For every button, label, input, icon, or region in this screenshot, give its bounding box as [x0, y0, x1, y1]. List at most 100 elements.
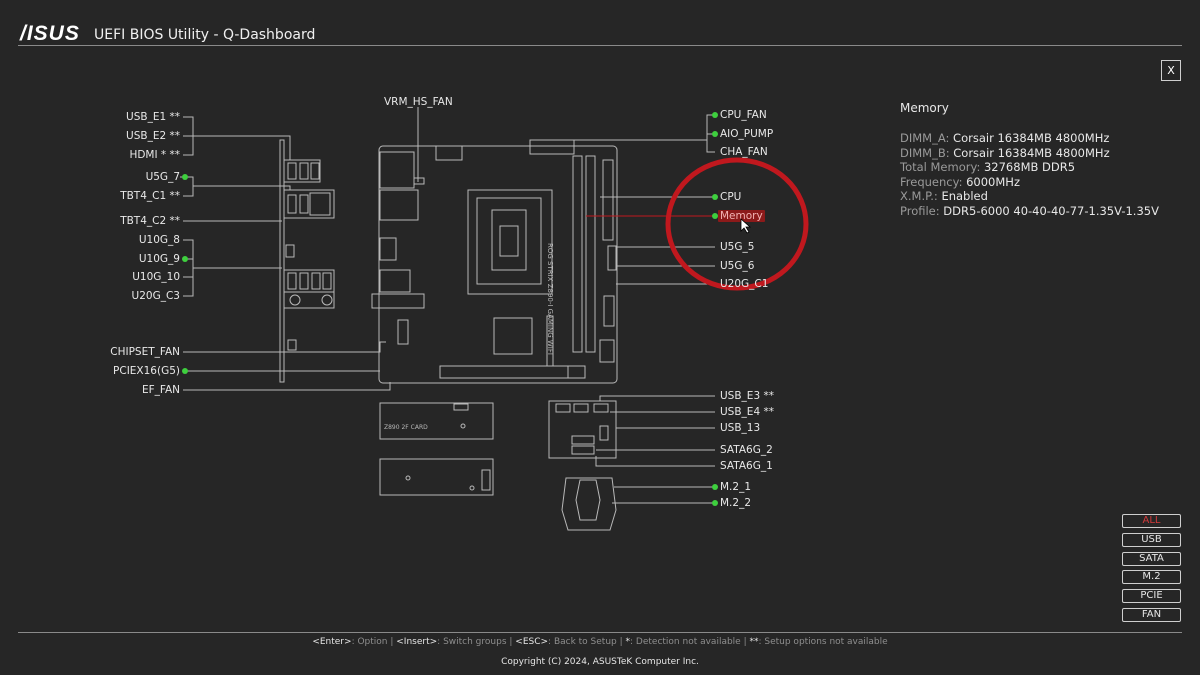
z890-2f-card	[379, 402, 494, 440]
label-chipset-fan[interactable]: CHIPSET_FAN	[110, 346, 180, 358]
label-u20g-c3[interactable]: U20G_C3	[131, 290, 180, 302]
label-usb-13[interactable]: USB_13	[720, 422, 761, 434]
label-cpu[interactable]: CPU	[720, 191, 742, 203]
status-dot	[712, 213, 718, 219]
key-help-bar: <Enter>: Option | <Insert>: Switch group…	[0, 637, 1200, 647]
close-button[interactable]: X	[1161, 60, 1181, 81]
help-desc: : Switch groups	[437, 637, 507, 647]
label-u5g-5[interactable]: U5G_5	[720, 241, 755, 253]
label-m2-1[interactable]: M.2_1	[720, 481, 752, 493]
help-desc: : Option	[351, 637, 388, 647]
label-hdmi[interactable]: HDMI * **	[129, 149, 180, 161]
label-u5g-6[interactable]: U5G_6	[720, 260, 755, 272]
label-usb-e4[interactable]: USB_E4 **	[720, 406, 774, 418]
header-bar: /ISUS UEFI BIOS Utility - Q-Dashboard	[0, 0, 1200, 46]
help-key: **	[749, 637, 759, 647]
rear-io-bracket	[279, 139, 285, 383]
label-cha-fan[interactable]: CHA_FAN	[720, 146, 768, 158]
label-usb-e3[interactable]: USB_E3 **	[720, 390, 774, 402]
label-pciex16[interactable]: PCIEX16(G5)	[113, 365, 180, 377]
label-u10g-9[interactable]: U10G_9	[138, 253, 180, 265]
label-sata6g-2[interactable]: SATA6G_2	[720, 444, 773, 456]
info-key: DIMM_A:	[900, 131, 954, 145]
label-usb-e1[interactable]: USB_E1 **	[126, 111, 180, 123]
info-key: Total Memory:	[900, 160, 984, 174]
help-key: <Enter>	[312, 637, 352, 647]
label-tbt4-c2[interactable]: TBT4_C2 **	[120, 215, 180, 227]
motherboard-outline	[378, 145, 618, 384]
filter-all-button[interactable]: ALL	[1122, 514, 1181, 528]
info-heading: Memory	[900, 101, 949, 115]
m2-card	[379, 458, 494, 496]
separator: |	[387, 637, 397, 647]
info-value: DDR5-6000 40-40-40-77-1.35V-1.35V	[943, 203, 1159, 218]
window-title: UEFI BIOS Utility - Q-Dashboard	[94, 27, 316, 43]
separator: |	[740, 637, 750, 647]
info-row: DIMM_B: Corsair 16384MB 4800MHz	[900, 146, 1159, 161]
label-ef-fan[interactable]: EF_FAN	[141, 384, 180, 396]
info-key: DIMM_B:	[900, 145, 954, 160]
info-key: X.M.P.:	[900, 189, 942, 203]
status-dot	[182, 368, 188, 374]
io-card	[548, 400, 617, 459]
help-desc: : Setup options not available	[758, 637, 888, 647]
status-dot	[712, 500, 718, 506]
pcie-slot	[439, 365, 569, 379]
info-value: 6000MHz	[966, 174, 1020, 189]
help-key: <Insert>	[396, 637, 438, 647]
label-u20g-c1[interactable]: U20G_C1	[720, 278, 769, 290]
asus-logo: /ISUS	[20, 22, 80, 45]
copyright-text: Copyright (C) 2024, ASUSTeK Computer Inc…	[501, 657, 699, 667]
board-model-text: ROG STRIX Z890-I GAMING WIFI	[546, 243, 554, 355]
label-cpu-fan[interactable]: CPU_FAN	[720, 109, 767, 121]
info-row: DIMM_A: Corsair 16384MB 4800MHz	[900, 131, 1159, 146]
selection-highlight-ring	[665, 157, 809, 291]
filter-sata-button[interactable]: SATA	[1122, 551, 1181, 566]
m2-riser	[561, 477, 617, 531]
label-u10g-10[interactable]: U10G_10	[132, 271, 180, 283]
right-connector-lines	[540, 114, 715, 504]
help-key: <ESC>	[515, 637, 549, 647]
info-value: Corsair 16384MB 4800MHz	[953, 145, 1110, 160]
mouse-cursor-icon	[740, 218, 752, 234]
info-key: Profile:	[900, 203, 944, 218]
status-dot	[182, 174, 188, 180]
filter-pcie-button[interactable]: PCIE	[1122, 589, 1181, 604]
label-u5g-7[interactable]: U5G_7	[145, 171, 180, 183]
label-tbt4-c1[interactable]: TBT4_C1 **	[120, 190, 180, 202]
cpu-socket	[467, 189, 553, 295]
info-row: X.M.P.: Enabled	[900, 189, 1159, 204]
info-value: Enabled	[941, 189, 988, 203]
help-desc: : Detection not available	[630, 637, 741, 647]
separator: |	[616, 637, 626, 647]
info-row: Profile: DDR5-6000 40-40-40-77-1.35V-1.3…	[900, 204, 1159, 219]
info-value: 32768MB DDR5	[983, 160, 1076, 174]
left-connector-lines	[180, 107, 419, 391]
filter-m2-button[interactable]: M.2	[1122, 570, 1181, 585]
status-dot	[712, 112, 718, 118]
label-usb-e2[interactable]: USB_E2 **	[126, 130, 180, 142]
filter-usb-button[interactable]: USB	[1122, 532, 1181, 547]
header-divider	[18, 45, 1182, 46]
chipset	[493, 317, 533, 355]
help-key: *	[625, 637, 631, 647]
info-value: Corsair 16384MB 4800MHz	[953, 131, 1110, 145]
status-dot	[712, 131, 718, 137]
filter-fan-button[interactable]: FAN	[1122, 607, 1181, 622]
status-dot	[182, 256, 188, 262]
status-dot	[712, 194, 718, 200]
footer-divider	[18, 632, 1182, 633]
label-sata6g-1[interactable]: SATA6G_1	[720, 460, 773, 472]
label-memory[interactable]: Memory	[718, 210, 765, 222]
info-key: Frequency:	[900, 174, 967, 189]
status-dot	[712, 484, 718, 490]
label-aio-pump[interactable]: AIO_PUMP	[720, 128, 774, 140]
separator: |	[506, 637, 516, 647]
label-u10g-8[interactable]: U10G_8	[138, 234, 180, 246]
info-row: Total Memory: 32768MB DDR5	[900, 160, 1159, 175]
label-m2-2[interactable]: M.2_2	[720, 497, 752, 509]
label-vrm-hs-fan[interactable]: VRM_HS_FAN	[384, 96, 453, 108]
